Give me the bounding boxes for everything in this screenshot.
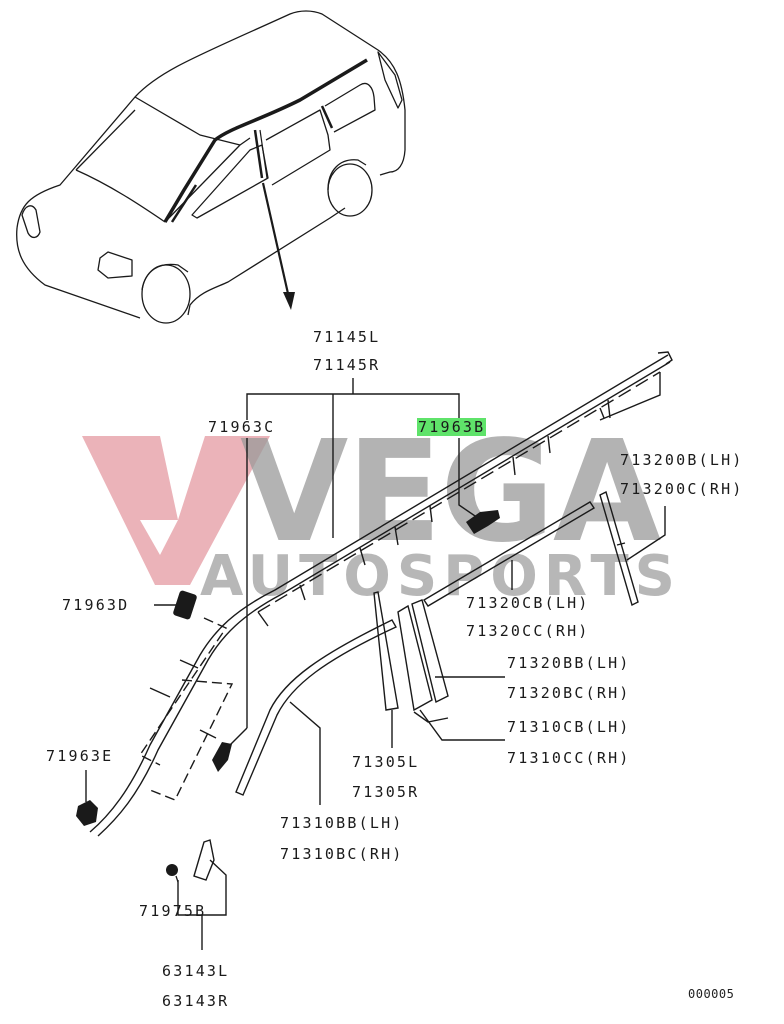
part-label-71963C[interactable]: 71963C <box>208 418 276 436</box>
clip-71963B-icon <box>466 510 500 534</box>
part-label-63143L[interactable]: 63143L <box>162 962 230 980</box>
part-label-713200B[interactable]: 713200B(LH) <box>620 451 744 469</box>
garnish-63143-icon <box>193 839 215 881</box>
car-illustration <box>16 10 406 324</box>
part-label-71310CB[interactable]: 71310CB(LH) <box>507 718 631 736</box>
clip-icons <box>76 510 500 883</box>
part-label-71320BC[interactable]: 71320BC(RH) <box>507 684 631 702</box>
part-label-71310BB[interactable]: 71310BB(LH) <box>280 814 404 832</box>
part-label-71320BB[interactable]: 71320BB(LH) <box>507 654 631 672</box>
part-label-71145R[interactable]: 71145R <box>313 356 381 374</box>
clip-71975B-icon <box>166 864 178 876</box>
part-label-71963D[interactable]: 71963D <box>62 596 130 614</box>
drip-moulding-part <box>89 351 673 837</box>
arrow-head-icon <box>283 292 295 310</box>
part-label-713200C[interactable]: 713200C(RH) <box>620 480 744 498</box>
watermark-autosports: AUTOSPORTS <box>200 544 681 609</box>
part-label-63143R[interactable]: 63143R <box>162 992 230 1010</box>
part-label-71963E[interactable]: 71963E <box>46 747 114 765</box>
figure-code: 000005 <box>688 987 735 1001</box>
part-label-71305R[interactable]: 71305R <box>352 783 420 801</box>
clip-71963C-icon <box>212 742 232 772</box>
part-label-71310CC[interactable]: 71310CC(RH) <box>507 749 631 767</box>
part-label-71305L[interactable]: 71305L <box>352 753 420 771</box>
part-label-71310BC[interactable]: 71310BC(RH) <box>280 845 404 863</box>
part-label-71963B-highlighted[interactable]: 71963B <box>417 418 487 436</box>
clip-71963D-icon <box>173 590 197 620</box>
part-label-71145L[interactable]: 71145L <box>313 328 381 346</box>
leader-lines <box>85 378 666 950</box>
part-label-71320CB[interactable]: 71320CB(LH) <box>466 594 590 612</box>
part-label-71975B[interactable]: 71975B <box>139 902 207 920</box>
clip-71963E-icon <box>76 800 98 826</box>
vega-logo-icon <box>82 436 270 585</box>
channel-parts <box>235 490 639 796</box>
part-label-71320CC[interactable]: 71320CC(RH) <box>466 622 590 640</box>
